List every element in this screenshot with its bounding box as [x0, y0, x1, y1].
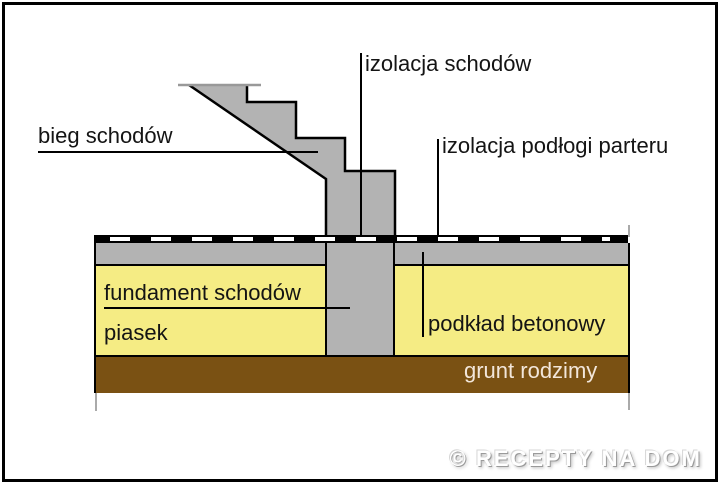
- label-stair-flight: bieg schodów: [38, 123, 173, 148]
- stair-steps-outline: [245, 86, 397, 237]
- right-extension-tick: [628, 225, 630, 237]
- floor-insulation-leader-line: [437, 139, 439, 235]
- watermark: © RECEPTY NA DOM: [449, 446, 702, 471]
- concrete-underlay-leader-line: [422, 252, 424, 337]
- label-stairs-foundation: fundament schodów: [104, 280, 301, 305]
- label-sand: piasek: [104, 320, 168, 345]
- right-bottom-extension-tick: [628, 393, 630, 410]
- layers-right-border: [628, 243, 630, 393]
- stair-flight-fill: [190, 85, 395, 237]
- label-concrete-underlay: podkład betonowy: [428, 311, 606, 336]
- label-floor-insulation: izolacja podłogi parteru: [442, 133, 669, 158]
- stairs-insulation-leader-line: [360, 53, 362, 235]
- stair-foundation-column: [325, 243, 395, 355]
- floor-insulation-layer: [96, 235, 628, 243]
- label-stairs-insulation: izolacja schodów: [365, 51, 532, 76]
- left-bottom-extension-tick: [95, 393, 97, 411]
- stair-soffit-line: [188, 83, 328, 237]
- insulation-dashes: [110, 237, 610, 241]
- stair-flight-leader-underline: [38, 151, 318, 153]
- native-soil-layer: [96, 357, 628, 393]
- label-native-soil: grunt rodzimy: [464, 358, 598, 383]
- foundation-leader-underline: [104, 307, 350, 309]
- layers-left-border: [94, 235, 96, 393]
